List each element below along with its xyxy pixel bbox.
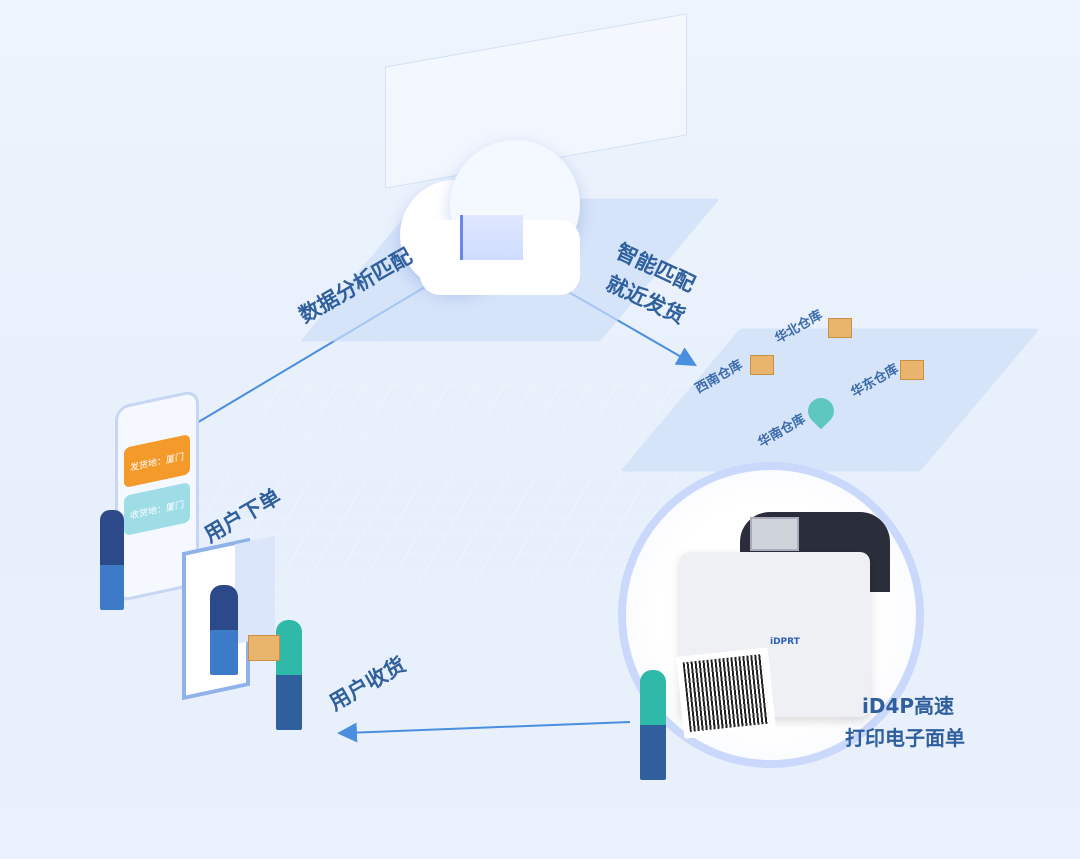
printer-operator bbox=[640, 670, 666, 780]
receive-at-button[interactable]: 收货地：厦门 bbox=[124, 481, 190, 537]
ship-from-button[interactable]: 发货地：厦门 bbox=[124, 433, 190, 489]
label-printer-2: 打印电子面单 bbox=[845, 726, 965, 750]
package-icon bbox=[828, 318, 852, 338]
person-ordering bbox=[100, 510, 124, 610]
printer: iDPRT bbox=[675, 512, 890, 739]
printer-brand-logo: iDPRT bbox=[770, 637, 800, 647]
package-icon bbox=[900, 360, 924, 380]
package-icon bbox=[750, 355, 774, 375]
shelf bbox=[235, 535, 275, 645]
person-receiving bbox=[210, 585, 238, 675]
package-icon bbox=[248, 635, 280, 661]
shipping-label bbox=[675, 647, 777, 739]
courier-person bbox=[276, 620, 302, 730]
cloud-icon bbox=[400, 140, 590, 300]
arrow-printer-to-user bbox=[337, 721, 631, 743]
label-printer-1: iD4P高速 bbox=[862, 694, 955, 718]
